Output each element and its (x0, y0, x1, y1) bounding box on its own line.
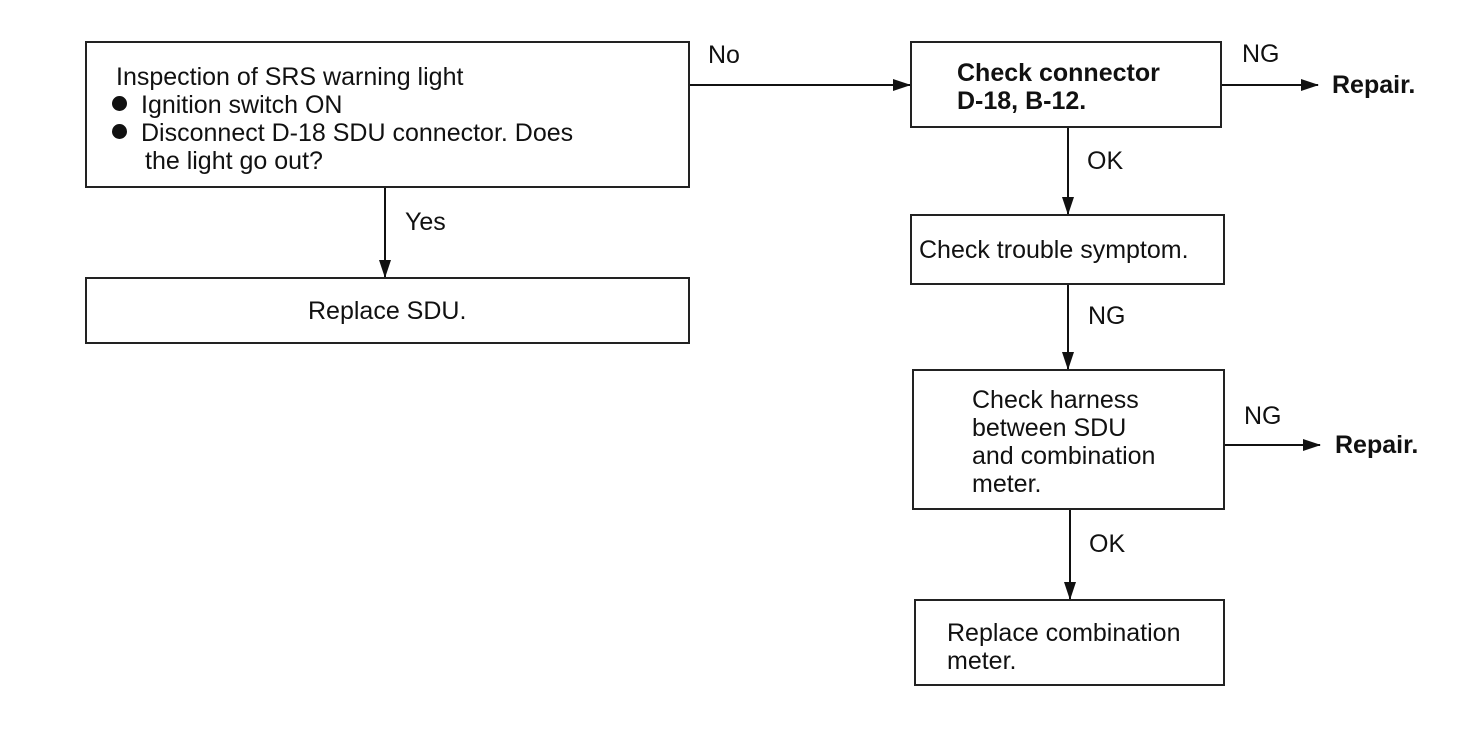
check-harness-line4: meter. (972, 470, 1042, 498)
edge-label-ng-3: NG (1244, 402, 1282, 430)
inspection-box (85, 41, 690, 188)
check-symptom-text: Check trouble symptom. (919, 236, 1189, 264)
edge-label-yes: Yes (405, 208, 446, 236)
replace-sdu-box (85, 277, 690, 344)
replace-meter-line2: meter. (947, 647, 1017, 675)
edge-label-ok-1: OK (1087, 147, 1124, 175)
edge-label-no: No (708, 41, 740, 69)
replace-sdu-text: Replace SDU. (308, 297, 467, 325)
check-harness-line2: between SDU (972, 414, 1127, 442)
bullet-icon (112, 124, 127, 139)
inspection-title: Inspection of SRS warning light (116, 63, 464, 91)
check-symptom-box (910, 214, 1225, 285)
repair-label-1: Repair. (1332, 71, 1416, 99)
check-connector-line1: Check connector (957, 59, 1160, 87)
check-harness-line1: Check harness (972, 386, 1139, 414)
inspection-item-2-cont: the light go out? (145, 147, 323, 175)
edge-label-ok-2: OK (1089, 530, 1126, 558)
edge-label-ng-2: NG (1088, 302, 1126, 330)
replace-meter-box (914, 599, 1225, 686)
check-connector-line2: D-18, B-12. (957, 87, 1087, 115)
bullet-icon (112, 96, 127, 111)
inspection-item-2: Disconnect D-18 SDU connector. Does (112, 119, 573, 147)
check-harness-line3: and combination (972, 442, 1156, 470)
inspection-item-1: Ignition switch ON (112, 91, 342, 119)
edge-label-ng-1: NG (1242, 40, 1280, 68)
check-harness-box (912, 369, 1225, 510)
repair-label-2: Repair. (1335, 431, 1419, 459)
check-connector-box (910, 41, 1222, 128)
replace-meter-line1: Replace combination (947, 619, 1181, 647)
